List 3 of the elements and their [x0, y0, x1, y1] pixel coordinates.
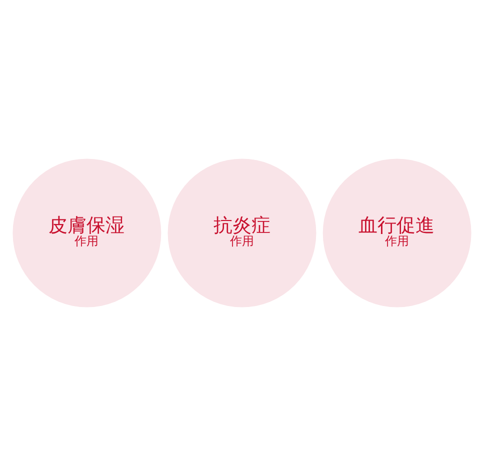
- node-circle: 血行促進 作用: [322, 158, 472, 307]
- node-circle: 皮膚保湿 作用: [12, 158, 162, 307]
- node-circle: 抗炎症 作用: [168, 158, 316, 307]
